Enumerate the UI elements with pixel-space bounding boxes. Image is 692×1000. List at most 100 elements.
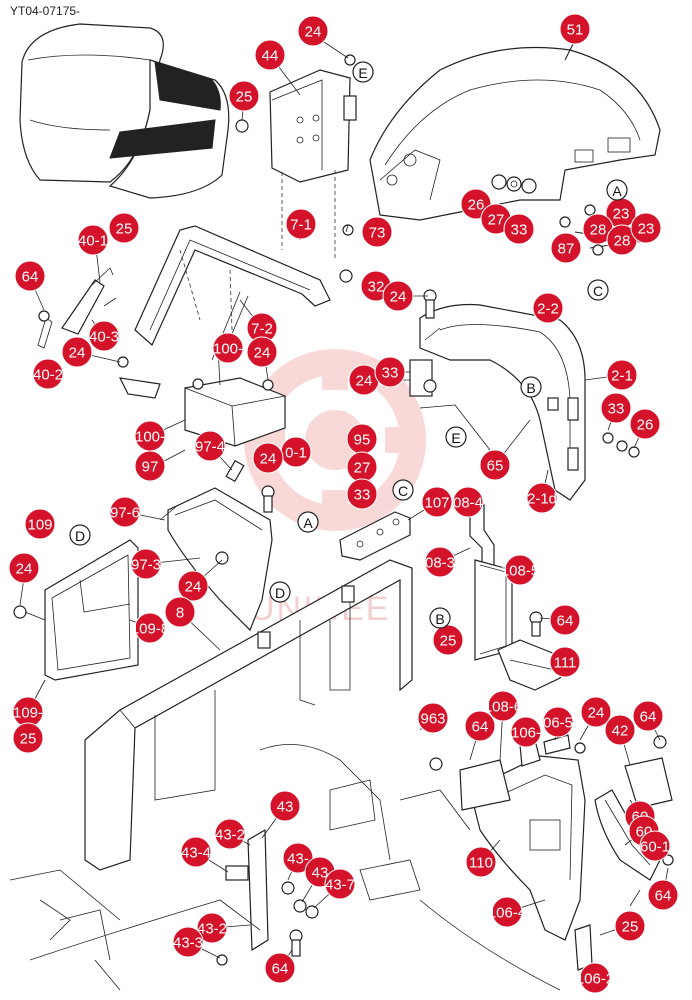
bracket-44 — [235, 54, 357, 260]
part-callout: 43-3 — [172, 926, 204, 958]
part-callout: 25 — [614, 910, 646, 942]
part-callout: 87 — [550, 232, 582, 264]
part-callout: 64 — [632, 700, 664, 732]
part-callout: 100- — [134, 420, 166, 452]
part-callout-label: 64 — [557, 613, 574, 630]
part-callout-label: 100- — [135, 429, 165, 446]
part-callout-label: 33 — [608, 401, 625, 418]
reference-mark: D — [69, 524, 91, 546]
reference-mark: E — [352, 61, 374, 83]
reference-mark-label: D — [75, 528, 85, 544]
part-callout-label: 87 — [558, 241, 575, 258]
part-callout: 43-2 — [196, 912, 228, 944]
bracket-43 — [216, 828, 319, 966]
side-panel — [409, 303, 640, 501]
part-callout-label: 7-1 — [290, 217, 312, 234]
part-callout-label: 25 — [116, 221, 133, 238]
part-callout-label: 100- — [213, 341, 243, 358]
part-callout: 24 — [8, 552, 40, 584]
reference-mark: C — [392, 479, 414, 501]
reference-mark: B — [429, 607, 451, 629]
part-callout: 73 — [361, 216, 393, 248]
reference-mark-label: D — [275, 585, 285, 601]
part-callout: 25 — [108, 212, 140, 244]
part-callout-label: 24 — [254, 345, 271, 362]
part-callout: 95 — [346, 423, 378, 455]
part-callout-label: 43-7 — [325, 877, 355, 894]
part-callout: 33 — [346, 478, 378, 510]
part-callout-label: 24 — [588, 705, 605, 722]
part-callout-label: 25 — [20, 731, 37, 748]
part-callout: 64 — [14, 260, 46, 292]
part-callout: 963 — [417, 702, 449, 734]
drawing-code: YT04-07175- — [10, 4, 81, 18]
part-callout-label: 24 — [390, 289, 407, 306]
part-callout: 24 — [252, 442, 284, 474]
part-callout: 40-3 — [88, 320, 120, 352]
part-callout-label: 33 — [354, 487, 371, 504]
part-callout: 24 — [382, 280, 414, 312]
part-callout: 27 — [346, 451, 378, 483]
part-callout-label: 73 — [369, 225, 386, 242]
part-callout: 25 — [432, 624, 464, 656]
part-callout: 08-3 — [424, 546, 456, 578]
part-callout: 60-1 — [639, 830, 671, 862]
part-callout-label: 97-6 — [110, 505, 140, 522]
part-callout-label: 51 — [567, 22, 584, 39]
part-callout-label: 8 — [176, 605, 184, 622]
part-callout-label: 24 — [69, 345, 86, 362]
part-callout: 43-4 — [180, 836, 212, 868]
part-callout-label: 06-5 — [543, 715, 573, 732]
part-callout-label: 2-1d — [527, 491, 557, 508]
part-callout: 97 — [134, 450, 166, 482]
part-callout: 44 — [254, 39, 286, 71]
part-callout: 33 — [374, 356, 406, 388]
part-callout-label: 25 — [236, 89, 253, 106]
reference-mark-label: B — [526, 380, 535, 396]
part-callout-label: 28 — [590, 222, 607, 239]
part-callout-label: 109-8 — [131, 621, 169, 638]
part-callout: 107 — [421, 486, 453, 518]
chassis-outline — [9, 744, 561, 991]
part-callout-label: 60-1 — [640, 839, 670, 856]
part-callout: 06-5 — [542, 706, 574, 738]
part-callout: 24 — [61, 336, 93, 368]
part-callout: 64 — [549, 604, 581, 636]
part-callout: 42 — [604, 714, 636, 746]
part-callout: 43-2 — [214, 818, 246, 850]
part-callout-label: 24 — [260, 451, 277, 468]
part-callout: 109 — [24, 508, 56, 540]
part-callout: 97-6 — [109, 496, 141, 528]
part-callout: 40-1 — [77, 224, 109, 256]
part-callout: 25 — [12, 722, 44, 754]
part-callout-label: 25 — [622, 919, 639, 936]
part-callout: 28 — [606, 224, 638, 256]
part-callout-label: 23 — [613, 206, 630, 223]
part-callout-label: 110 — [469, 855, 493, 872]
part-callout-label: 108-5 — [501, 563, 539, 580]
part-callout: 23 — [630, 212, 662, 244]
reference-mark: B — [520, 376, 542, 398]
part-callout-label: 43 — [312, 865, 329, 882]
panel-108 — [469, 504, 513, 661]
part-callout-label: 43-4 — [181, 845, 211, 862]
part-callout-label: 106- — [511, 725, 541, 742]
bracket-60 — [594, 757, 674, 881]
part-callout: 24 — [246, 336, 278, 368]
bracket-40 — [37, 267, 161, 399]
part-callout: 111 — [549, 646, 581, 678]
part-callout: 43- — [282, 842, 314, 874]
part-callout-label: 7-2 — [251, 321, 273, 338]
main-frame — [84, 559, 413, 871]
part-callout: 2-1 — [606, 359, 638, 391]
part-callout: 2-1d — [526, 482, 558, 514]
part-callout-label: 27 — [488, 212, 505, 229]
part-callout: 24 — [177, 570, 209, 602]
part-callout: 64 — [647, 879, 679, 911]
reference-mark: A — [606, 179, 628, 201]
part-callout-label: 65 — [487, 458, 504, 475]
